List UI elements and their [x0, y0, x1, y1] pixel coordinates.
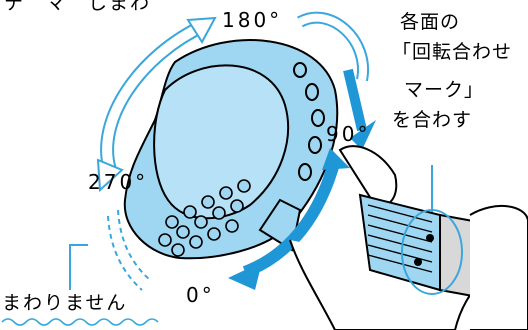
label-180-degrees: 180°: [222, 8, 283, 32]
label-270-degrees: 270°: [88, 170, 149, 194]
note-line-1: 各面の: [400, 11, 461, 33]
note-line-4: を合わす: [392, 109, 473, 131]
non-rotate-zone: [107, 209, 151, 291]
dial-body: [123, 39, 339, 260]
note-line-3: マーク」: [404, 79, 485, 101]
label-90-degrees: 90°: [326, 122, 371, 146]
rotation-arrow-to-0: [228, 148, 350, 290]
rotation-arrow-upper-right: [297, 11, 370, 82]
label-0-degrees: 0°: [186, 283, 215, 307]
handle: [358, 193, 528, 330]
non-rotate-pointer: [69, 244, 88, 290]
header-text: テ゛マ゛しまわ: [4, 0, 152, 14]
rotation-arrow-upper-left: [96, 16, 217, 193]
label-does-not-rotate: まわりません: [2, 292, 128, 314]
rotation-arrow-to-90: [343, 68, 376, 150]
hand-outline: [289, 145, 486, 330]
note-line-2: 「回転合わせ: [392, 41, 513, 63]
wavy-underline: [1, 318, 159, 326]
